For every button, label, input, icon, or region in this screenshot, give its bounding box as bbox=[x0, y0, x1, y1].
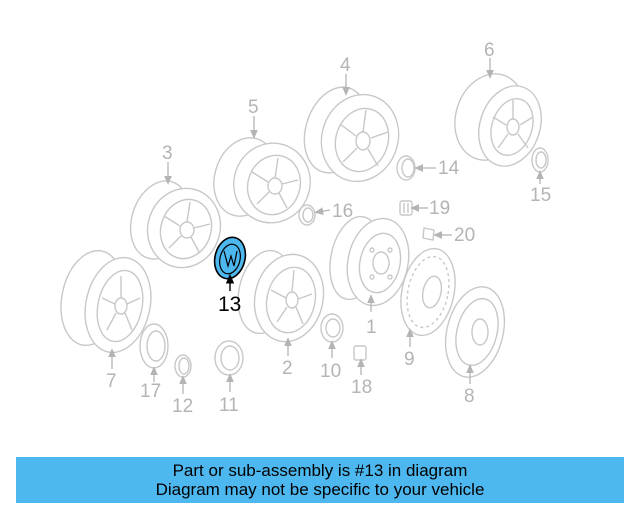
center-cap-17 bbox=[139, 323, 169, 369]
wheel-cover-9 bbox=[400, 247, 456, 337]
callout-1: 1 bbox=[366, 317, 377, 338]
wheel-3 bbox=[129, 180, 222, 269]
callout-12: 12 bbox=[172, 396, 193, 417]
callout-13[interactable]: 13 bbox=[218, 293, 241, 316]
callout-3: 3 bbox=[162, 143, 173, 164]
wheel-1 bbox=[329, 215, 410, 307]
callout-14: 14 bbox=[438, 158, 460, 179]
callout-18: 18 bbox=[351, 377, 372, 398]
callout-5: 5 bbox=[248, 97, 259, 118]
callout-6: 6 bbox=[484, 40, 495, 61]
info-banner: Part or sub-assembly is #13 in diagram D… bbox=[16, 457, 624, 503]
wheel-6 bbox=[454, 73, 542, 167]
callout-20: 20 bbox=[454, 225, 475, 246]
bolt-18 bbox=[353, 345, 367, 361]
center-cap-13-highlighted[interactable] bbox=[210, 234, 249, 282]
bolt-20 bbox=[422, 227, 435, 241]
center-cap-14 bbox=[396, 155, 416, 181]
callout-4: 4 bbox=[340, 55, 351, 76]
wheel-4 bbox=[303, 86, 400, 183]
callout-19: 19 bbox=[429, 198, 450, 219]
callout-11: 11 bbox=[219, 395, 239, 416]
center-cap-16 bbox=[298, 204, 316, 226]
callout-10: 10 bbox=[320, 361, 341, 382]
callout-17: 17 bbox=[140, 381, 161, 402]
center-cap-15 bbox=[531, 147, 549, 173]
callout-leaders bbox=[108, 58, 544, 394]
center-cap-12 bbox=[174, 354, 192, 378]
callout-8: 8 bbox=[464, 386, 475, 407]
callout-7: 7 bbox=[106, 371, 117, 392]
callout-9: 9 bbox=[404, 349, 415, 370]
center-cap-11 bbox=[214, 340, 244, 376]
wheel-2 bbox=[237, 249, 325, 343]
callout-15: 15 bbox=[530, 185, 551, 206]
wheel-7 bbox=[60, 249, 152, 354]
wheel-cover-8 bbox=[444, 286, 506, 378]
bolt-19 bbox=[399, 200, 413, 216]
parts-diagram: 1 2 3 4 5 6 7 8 9 10 11 12 13 14 15 16 1… bbox=[60, 40, 551, 417]
wheel-5 bbox=[213, 137, 311, 224]
banner-line-1: Part or sub-assembly is #13 in diagram bbox=[172, 461, 468, 480]
callout-16: 16 bbox=[332, 201, 353, 222]
banner-line-2: Diagram may not be specific to your vehi… bbox=[155, 480, 485, 499]
center-cap-10 bbox=[320, 313, 344, 343]
callout-2: 2 bbox=[282, 358, 293, 379]
